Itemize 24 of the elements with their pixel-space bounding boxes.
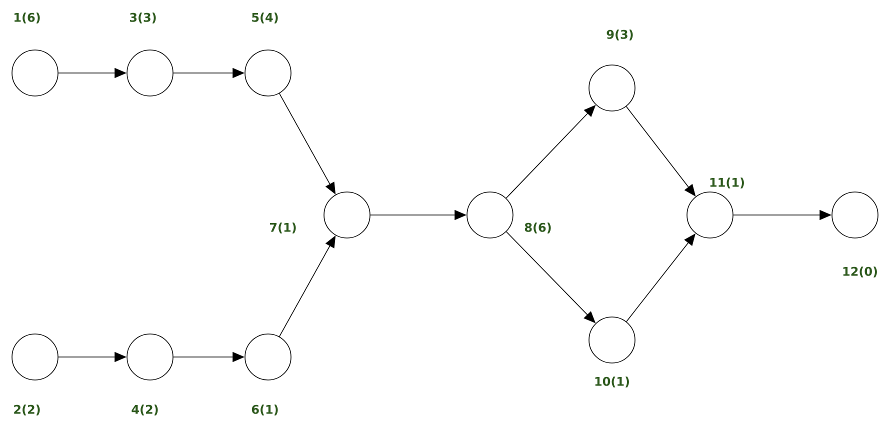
node-label: 2(2) [14, 404, 40, 416]
circle-node [126, 334, 174, 380]
node-label: 6(1) [252, 404, 278, 416]
node-label: 11(1) [710, 178, 744, 188]
circle-node [466, 192, 514, 238]
circle-node [588, 64, 636, 112]
circle-node [244, 334, 292, 380]
circle-node [324, 192, 370, 238]
node-label: 4(2) [132, 404, 158, 416]
circle-node [244, 50, 292, 96]
circle-node [126, 50, 174, 96]
circle-node [12, 334, 58, 380]
node-label: 10(1) [595, 376, 629, 388]
node-label: 12(0) [843, 266, 877, 278]
node-label: 7(1) [270, 222, 296, 234]
node-label: 3(3) [130, 12, 156, 24]
circle-node [832, 192, 878, 238]
node-label: 1(6) [14, 12, 40, 24]
circle-node [686, 192, 734, 238]
node-label: 9(3) [606, 30, 633, 40]
circle-node [588, 316, 636, 364]
node-label: 8(6) [524, 222, 551, 234]
node-label: 5(4) [252, 12, 278, 24]
circle-node [12, 50, 58, 96]
